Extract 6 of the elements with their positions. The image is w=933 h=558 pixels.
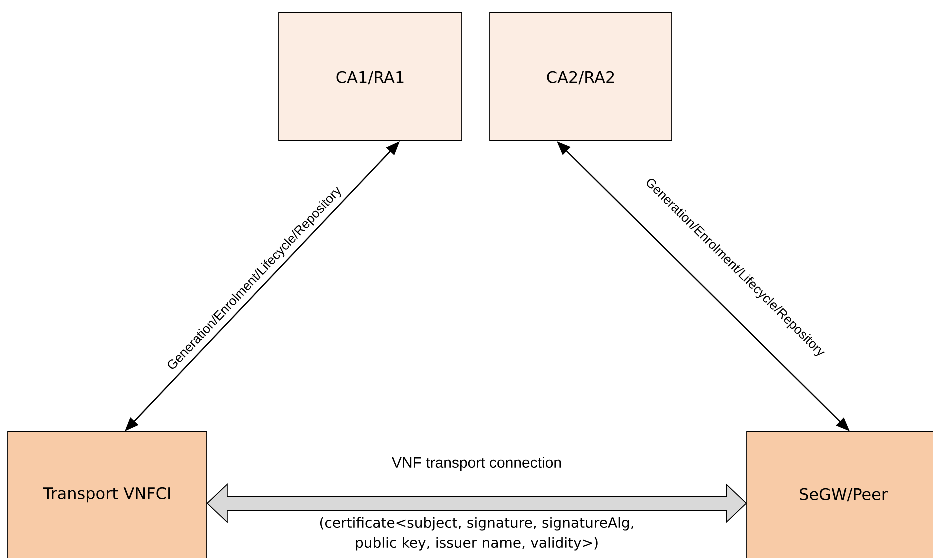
process-box: SeGW/Peer xyxy=(746,432,933,558)
process-box: CA1/RA1 xyxy=(278,12,462,142)
process-box: CA2/RA2 xyxy=(490,12,672,142)
note-text: (certificate<subject, signature, signatureAlg, public key, issuer name, validity>) xyxy=(320,517,634,551)
edge-label: VNF transport connection xyxy=(392,457,562,471)
process-box: Transport VNFCI xyxy=(8,432,208,558)
